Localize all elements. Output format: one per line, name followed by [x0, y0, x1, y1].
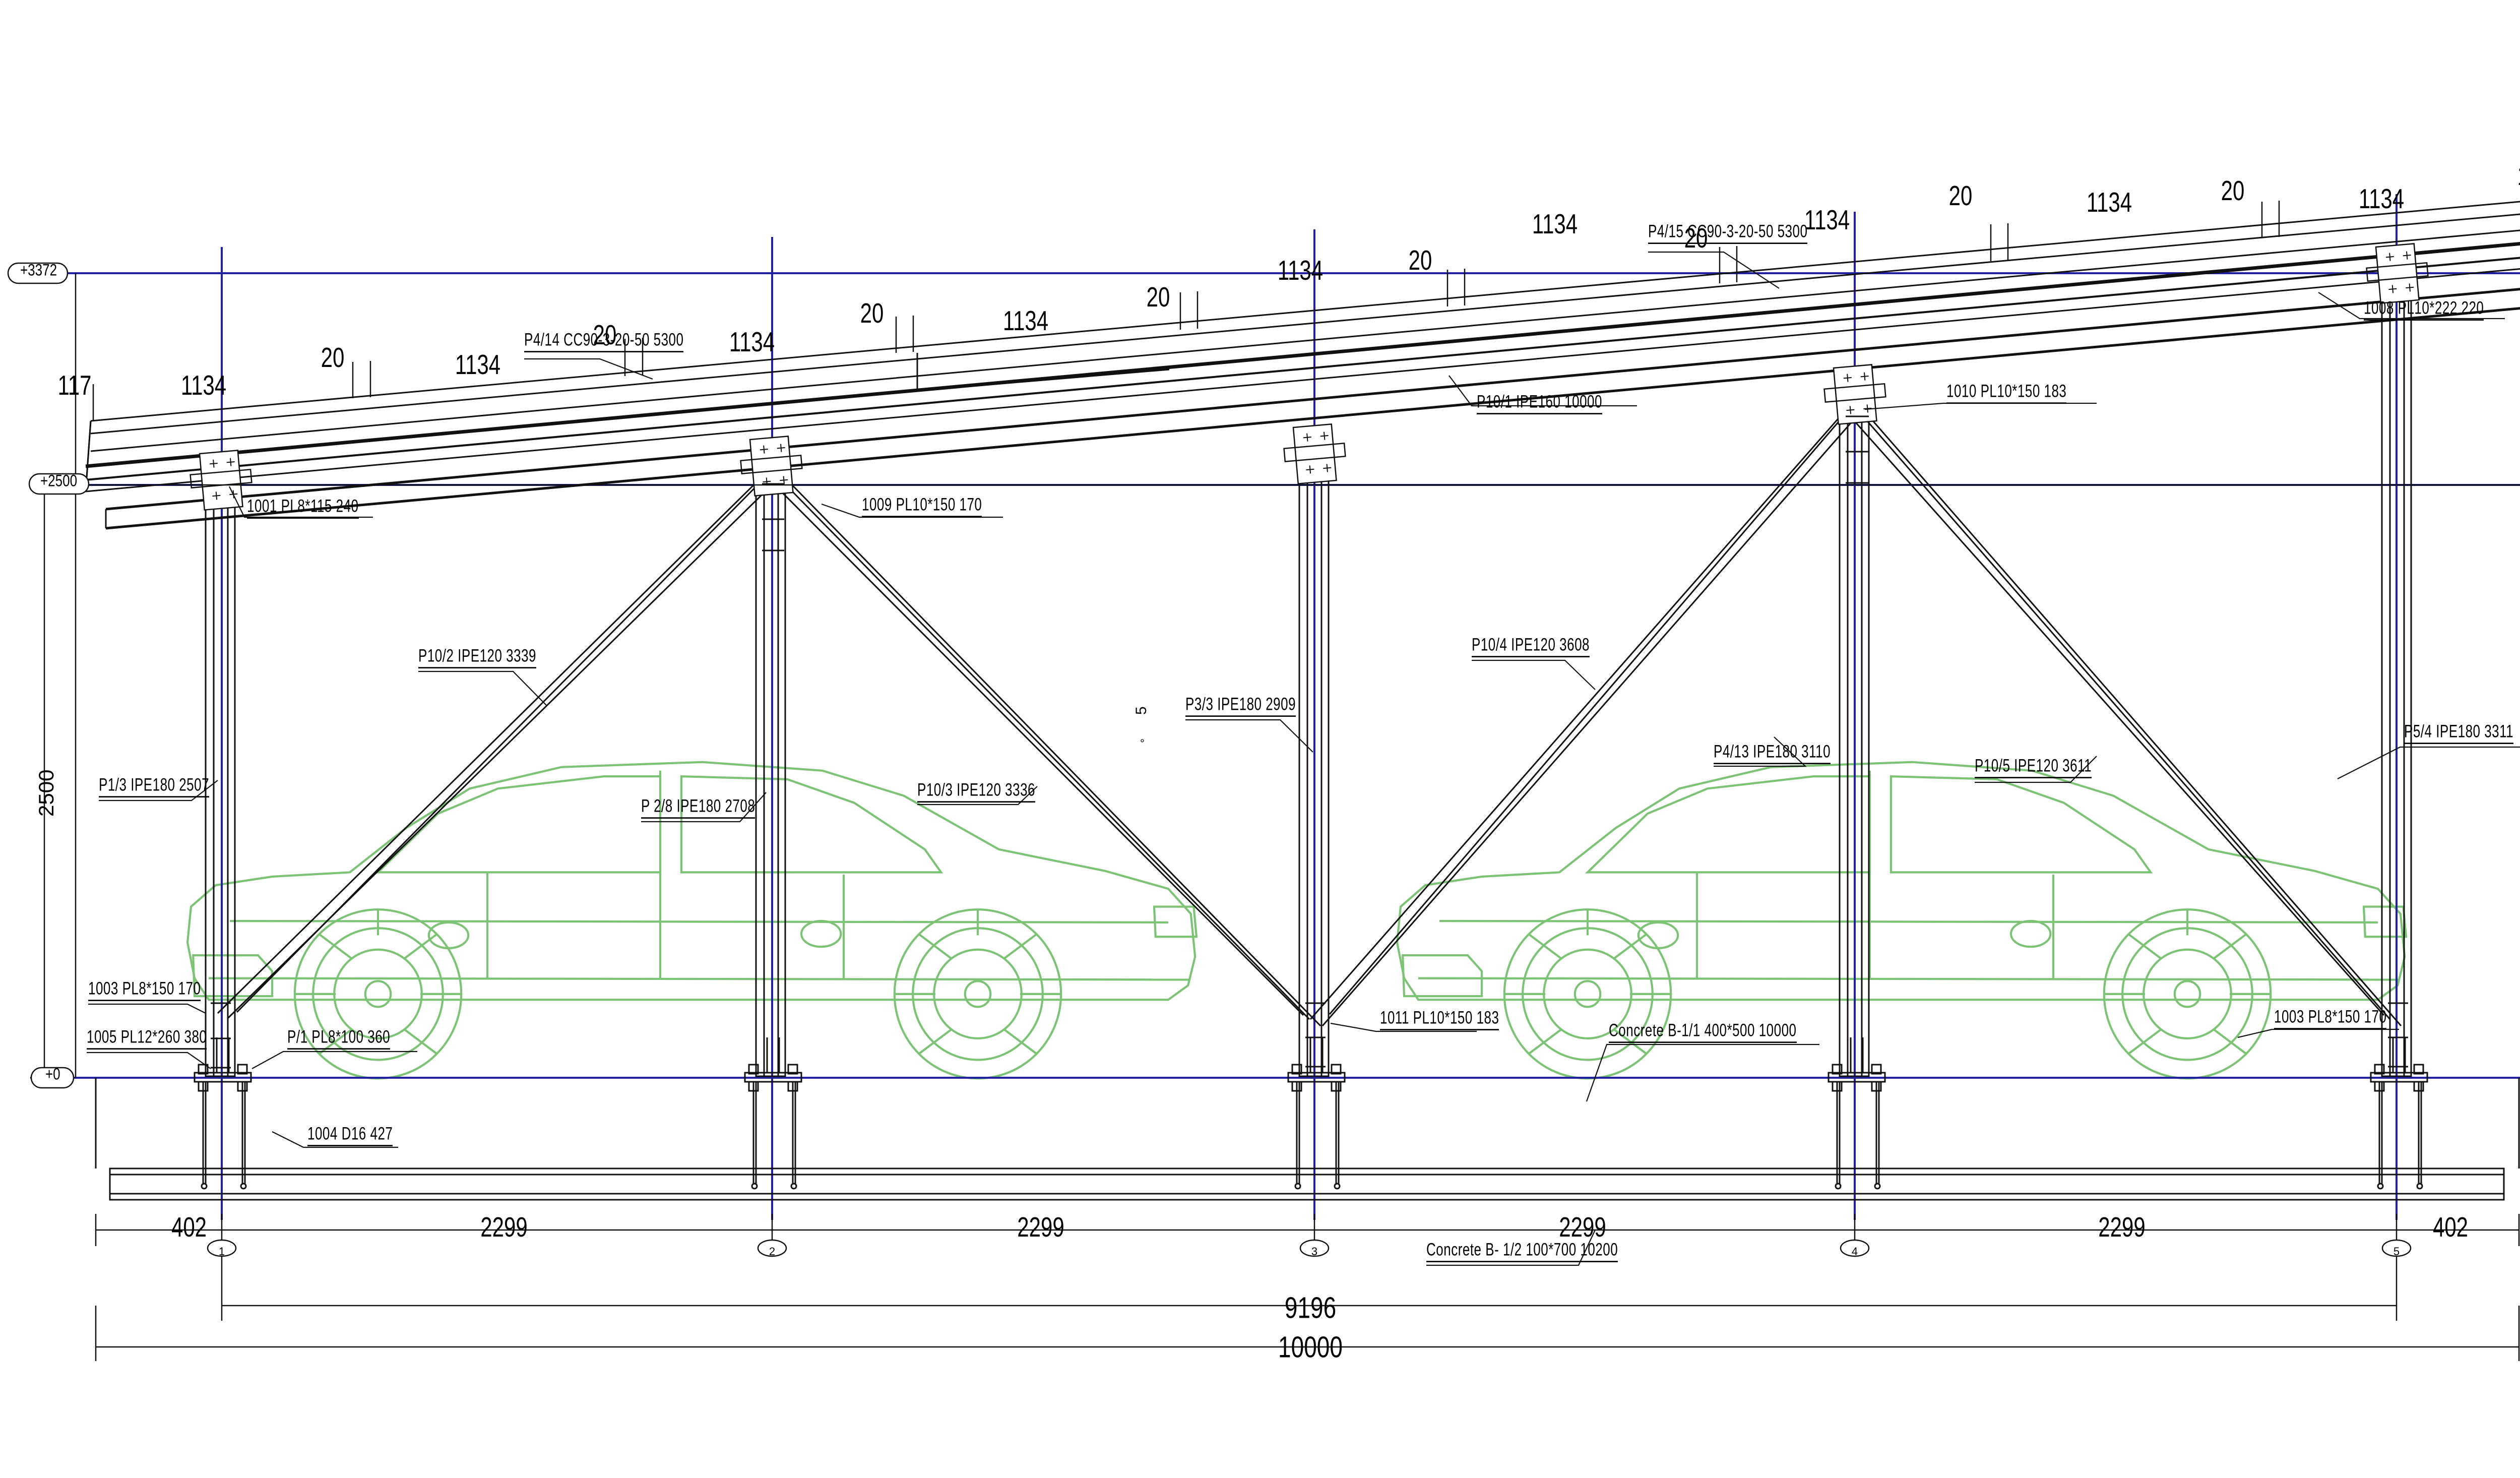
roof-dimension-4: 20: [593, 319, 617, 350]
grid-bubble-label-2: 2: [769, 1245, 776, 1258]
part-label-p10-5: P10/5 IPE120 3611: [1975, 755, 2092, 778]
bottom-dimension-2: 2299: [1017, 1211, 1064, 1243]
elevation-tags: [7, 262, 90, 1089]
overall-dimension-1: 10000: [1278, 1330, 1343, 1364]
overall-dimension-0: 9196: [1284, 1290, 1337, 1325]
roof-dimension-10: 20: [1408, 244, 1432, 276]
roof-assembly: [85, 201, 2520, 530]
foundation-beam: [95, 1078, 2520, 1201]
grid-bubble-label-1: 1: [218, 1245, 225, 1258]
brace-stiffeners: [211, 415, 2408, 1069]
roof-dimension-5: 1134: [729, 326, 775, 357]
roof-dimension-11: 1134: [1532, 208, 1578, 239]
roof-dimension-7: 1134: [1002, 305, 1049, 336]
part-label-n1003-l: 1003 PL8*150 170: [88, 978, 201, 1001]
roof-dimension-9: 1134: [1277, 255, 1324, 286]
part-label-n1001: 1001 PL8*115 240: [247, 496, 359, 519]
roof-dimension-0: 117: [57, 370, 92, 401]
part-label-p10-2: P10/2 IPE120 3339: [418, 645, 537, 668]
columns: [205, 274, 2412, 1077]
grid-bubble-label-3: 3: [1311, 1245, 1318, 1258]
roof-dimension-17: 1134: [2358, 183, 2405, 214]
roof-dimension-ticks: [92, 201, 2280, 421]
grid-bubble-label-4: 4: [1851, 1245, 1858, 1258]
roof-dimension-16: 20: [2221, 175, 2245, 206]
roof-dimension-18: 117: [2517, 160, 2520, 192]
part-label-p4-14: P4/14 CC90-3-20-50 5300: [524, 329, 684, 352]
part-label-concrete-2: Concrete B- 1/2 100*700 10200: [1426, 1239, 1618, 1262]
part-label-concrete-1: Concrete B-1/1 400*500 10000: [1609, 1020, 1797, 1043]
part-label-n1009: 1009 PL10*150 170: [862, 494, 982, 517]
grid-bubble-label-5: 5: [2393, 1245, 2400, 1258]
bottom-dimension-5: 402: [2432, 1211, 2469, 1243]
leader-lines: [87, 251, 2520, 1266]
part-label-p1-3: P1/3 IPE180 2507: [99, 774, 210, 797]
bottom-dimension-4: 2299: [2098, 1211, 2146, 1243]
braces: [217, 403, 2402, 1027]
roof-dimension-14: 20: [1948, 180, 1973, 211]
part-label-p3-3: P3/3 IPE180 2909: [1185, 694, 1296, 717]
elevation-mark-top: +3372: [20, 260, 57, 279]
part-label-n1003-r: 1003 PL8*150 170: [2274, 1006, 2387, 1029]
part-label-p5-4: P5/4 IPE180 3311: [2404, 721, 2514, 744]
roof-dimension-2: 20: [321, 342, 345, 373]
base-plates: [194, 1037, 2428, 1190]
connection-plates: [190, 243, 2429, 511]
elevation-mark-base: +0: [45, 1064, 60, 1083]
part-label-n1005: 1005 PL12*260 380: [87, 1026, 207, 1050]
angle-note-5deg: 5: [1133, 706, 1150, 715]
dimension-lines: [30, 273, 2520, 1361]
part-label-p-1: P/1 PL8*100 360: [287, 1026, 391, 1050]
roof-dimension-13: 1134: [1804, 204, 1850, 235]
degree-symbol: °: [1140, 737, 1145, 750]
part-label-p2-8: P 2/8 IPE180 2708: [641, 795, 755, 819]
bottom-dimension-0: 402: [171, 1211, 207, 1243]
roof-dimension-15: 1134: [2086, 187, 2132, 218]
part-label-n1004: 1004 D16 427: [307, 1123, 393, 1146]
part-label-p4-15: P4/15 CC90-3-20-50 5300: [1648, 221, 1808, 244]
roof-dimension-3: 1134: [455, 349, 501, 380]
part-label-p10-3: P10/3 IPE120 3336: [917, 779, 1036, 803]
grid-bubbles: [207, 1239, 2412, 1257]
part-label-n1010: 1010 PL10*150 183: [1946, 381, 2067, 404]
part-label-n1008: 1008 PL10*222 220: [2364, 297, 2484, 321]
part-label-p4-13: P4/13 IPE180 3110: [1714, 741, 1831, 764]
roof-dimension-12: 20: [1684, 222, 1708, 254]
roof-dimension-1: 1134: [180, 370, 227, 401]
part-label-n1011: 1011 PL10*150 183: [1380, 1007, 1499, 1030]
part-label-p10-4: P10/4 IPE120 3608: [1472, 634, 1590, 657]
vertical-dimension-2500: 2500: [34, 769, 58, 817]
bottom-dimension-3: 2299: [1559, 1211, 1606, 1243]
roof-dimension-8: 20: [1146, 281, 1170, 313]
bottom-dimension-1: 2299: [480, 1211, 528, 1243]
elevation-mark-mid: +2500: [40, 471, 78, 490]
vehicle-right: [1397, 762, 2406, 1079]
roof-dimension-6: 20: [860, 297, 884, 329]
part-label-p10-1: P10/1 IPE160 10000: [1477, 391, 1602, 414]
